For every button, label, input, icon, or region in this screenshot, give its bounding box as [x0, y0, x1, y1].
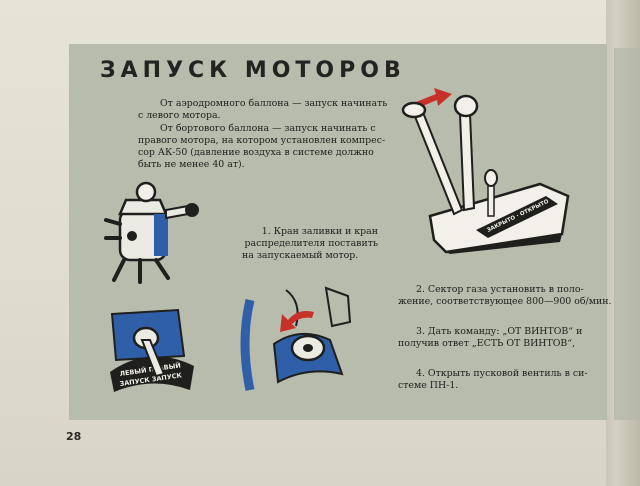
fuel-valve-illustration — [104, 181, 199, 284]
valve-handwheel-hub — [303, 344, 313, 352]
step4-line: 4. Открыть пусковой вентиль в си- — [416, 368, 588, 379]
throttle-knob-left — [401, 101, 427, 119]
step1-line: на запускаемый мотор. — [242, 250, 359, 261]
small-lever-knob — [484, 169, 498, 187]
rotate-arrow-icon — [280, 311, 314, 332]
selector-dial — [110, 356, 194, 392]
throttle-lever-left — [412, 108, 464, 216]
page-number: 28 — [66, 430, 82, 443]
step3-line: 3. Дать команду: „ОТ ВИНТОВ“ и — [416, 326, 583, 337]
page-title: ЗАПУСК МОТОРОВ — [100, 58, 406, 83]
next-page-panel-edge — [614, 48, 640, 420]
step1-line: 1. Кран заливки и кран — [261, 226, 378, 237]
valve-knob-icon — [185, 203, 199, 217]
throttle-base-shadow — [446, 234, 562, 254]
step2-line: жение, соответствующее 800—900 об/мин. — [398, 296, 612, 307]
intro-line: правого мотора, на котором установлен ко… — [138, 135, 386, 146]
throttle-scale — [476, 196, 558, 238]
step3-line: получив ответ „ЕСТЬ ОТ ВИНТОВ“, — [398, 338, 576, 349]
intro-line: От аэродромного баллона — запуск начинат… — [160, 98, 388, 109]
intro-line: с левого мотора. — [138, 110, 221, 121]
intro-line: сор АК-50 (давление воздуха в системе до… — [138, 147, 374, 158]
valve-outlet — [165, 204, 189, 220]
valve-pipes — [104, 218, 170, 284]
next-page-edge — [606, 0, 640, 486]
step1-line: распределителя поставить — [244, 238, 378, 249]
valve-top — [118, 198, 168, 216]
starter-valve-illustration — [240, 286, 352, 391]
step2-line: 2. Сектор газа установить в поло- — [416, 284, 584, 295]
throttle-knob-right — [453, 94, 479, 118]
cabin-curve — [240, 298, 255, 391]
valve-gauge-icon — [135, 181, 157, 203]
step4-line: стеме ПН-1. — [398, 380, 459, 391]
throttle-arrow-icon — [416, 88, 452, 108]
throttle-lever-right — [458, 113, 476, 212]
intro-line: быть не менее 40 ат). — [138, 159, 245, 170]
starter-selector-illustration: ЛЕВЫЙ ПРАВЫЙ ЗАПУСК ЗАПУСК — [110, 308, 194, 392]
throttle-sector-illustration: ЗАКРЫТО · ОТКРЫТО — [401, 88, 570, 254]
selector-handle — [140, 339, 166, 378]
cabin-detail — [285, 286, 352, 328]
valve-bolt — [127, 231, 137, 241]
intro-line: От бортового баллона — запуск начинать с — [160, 123, 376, 134]
valve-side-blue — [154, 214, 168, 256]
